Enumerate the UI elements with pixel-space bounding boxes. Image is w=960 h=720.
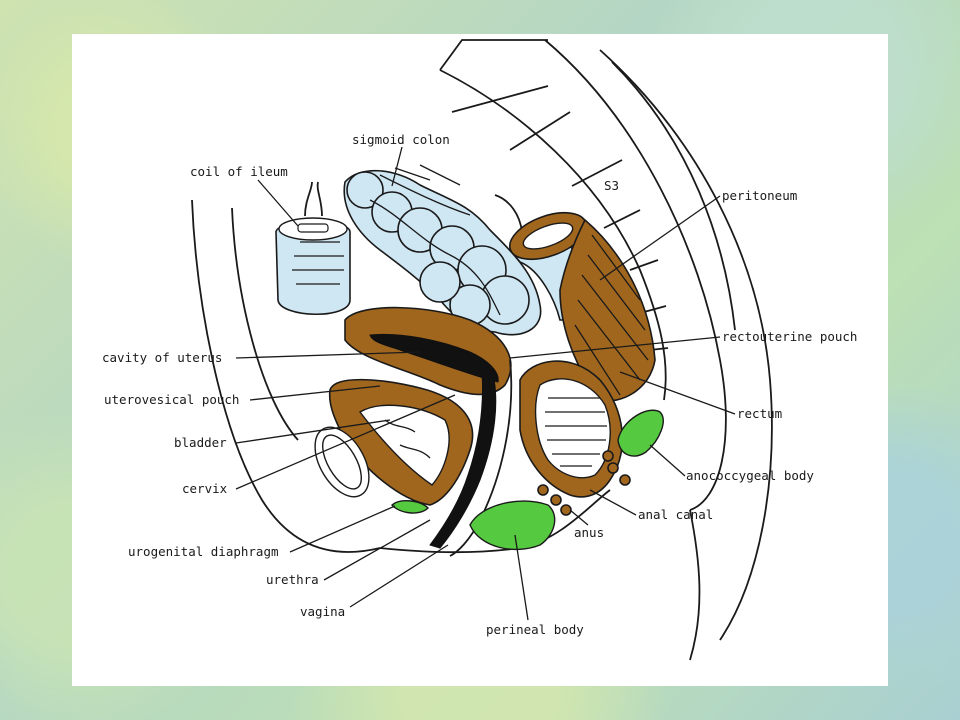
label-uterovesical-pouch: uterovesical pouch — [104, 392, 239, 407]
leader-perineal-body — [514, 534, 529, 621]
leader-bladder — [235, 419, 391, 444]
rectum-lower — [519, 360, 624, 498]
label-cavity-of-uterus: cavity of uterus — [102, 350, 222, 365]
label-bladder: bladder — [174, 435, 227, 450]
leader-uterovesical-pouch — [249, 385, 381, 401]
leader-rectouterine-pouch — [509, 336, 721, 359]
leader-lines — [235, 146, 736, 621]
back-skin-outline — [599, 49, 773, 641]
bladder — [328, 378, 474, 506]
label-urethra: urethra — [266, 572, 319, 587]
perineal-body — [469, 500, 556, 551]
leader-coil-of-ileum — [257, 179, 299, 227]
label-rectouterine-pouch: rectouterine pouch — [722, 329, 857, 344]
leader-rectum — [619, 371, 736, 415]
anococcygeal-body — [617, 409, 664, 457]
inner-abdominal-wall — [231, 207, 299, 441]
label-anal-canal: anal canal — [638, 507, 713, 522]
leader-anal-canal — [589, 489, 637, 516]
vagina — [429, 359, 513, 557]
leader-cervix — [235, 394, 456, 490]
coccyx-segment-1 — [629, 259, 659, 271]
label-rectum: rectum — [737, 406, 782, 421]
rectum-upper — [508, 211, 656, 402]
sacral-segment-4 — [571, 159, 623, 187]
pubic-symphysis — [314, 426, 370, 498]
sacral-segment-2 — [451, 85, 549, 113]
label-urogenital-diaphragm: urogenital diaphragm — [128, 544, 279, 559]
label-peritoneum: peritoneum — [722, 188, 797, 203]
coil-of-ileum — [275, 181, 351, 315]
body-outlines — [191, 39, 773, 661]
sacral-segment-5 — [603, 209, 641, 229]
label-sigmoid-colon: sigmoid colon — [352, 132, 450, 147]
sacral-segment-3 — [509, 111, 571, 151]
sacrum-posterior-outline — [544, 39, 727, 511]
urogenital-diaphragm-shape — [391, 500, 429, 514]
label-cervix: cervix — [182, 481, 228, 496]
label-vagina: vagina — [300, 604, 345, 619]
back-inner-line — [611, 61, 736, 331]
leader-urethra — [323, 519, 431, 581]
label-perineal-body: perineal body — [486, 622, 584, 637]
uterus — [344, 306, 512, 396]
label-s3: S3 — [604, 178, 619, 193]
leader-sigmoid-colon — [391, 146, 403, 187]
buttock-skin — [689, 509, 701, 661]
sacral-segment-1 — [439, 39, 548, 71]
leader-peritoneum — [599, 195, 721, 281]
leader-vagina — [349, 544, 449, 608]
leader-urogenital-diaphragm — [289, 505, 396, 553]
labels: sigmoid colon coil of ileum S3 peritoneu… — [102, 132, 857, 637]
coccyx-segment-2 — [643, 305, 667, 313]
label-anus: anus — [574, 525, 604, 540]
label-anococcygeal-body: anococcygeal body — [686, 468, 814, 483]
anterior-abdominal-wall — [191, 199, 381, 553]
leader-anus — [569, 509, 589, 526]
leader-cavity-of-uterus — [235, 351, 421, 359]
leader-anococcygeal-body — [649, 444, 686, 477]
anal-sphincter — [537, 450, 631, 516]
sacrum-anterior-outline — [439, 69, 667, 401]
label-coil-of-ileum: coil of ileum — [190, 164, 288, 179]
